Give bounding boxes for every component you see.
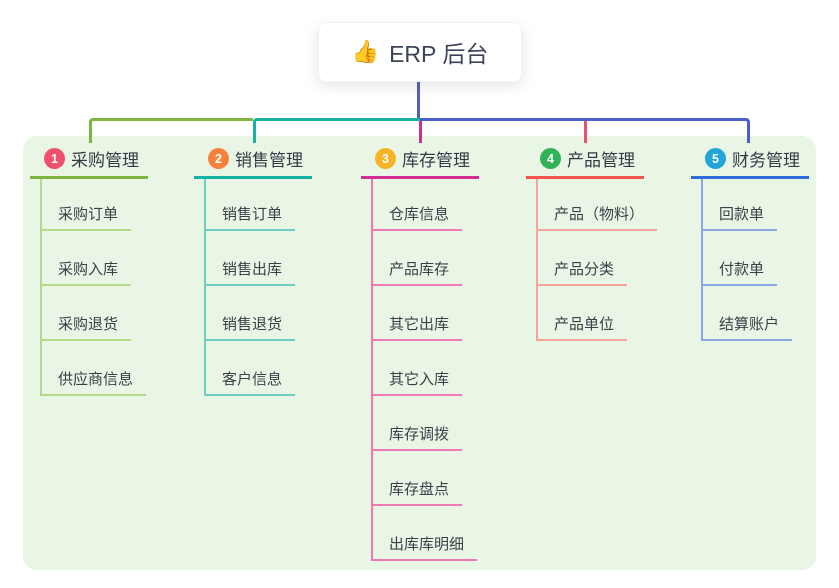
branch-title: 库存管理	[402, 151, 470, 170]
branch-title: 财务管理	[732, 151, 800, 170]
root-node[interactable]: 👍 ERP 后台	[318, 22, 522, 82]
drop-line-branch3	[419, 121, 422, 143]
branch-number-badge: 3	[375, 148, 396, 169]
branch-5-child-3[interactable]: 结算账户	[702, 315, 793, 341]
thumbs-up-icon: 👍	[351, 39, 380, 64]
branch-3-child-6[interactable]: 库存盘点	[372, 480, 463, 506]
branch-1-trunk-line	[40, 179, 42, 396]
branch-5-child-1[interactable]: 回款单	[702, 205, 778, 231]
branch-title: 销售管理	[235, 151, 303, 170]
branch-number-badge: 5	[705, 148, 726, 169]
branch-3-child-7[interactable]: 出库库明细	[372, 535, 478, 561]
branch-5-child-2[interactable]: 付款单	[702, 260, 778, 286]
branch-title: 产品管理	[567, 151, 635, 170]
branch-4-child-2[interactable]: 产品分类	[537, 260, 628, 286]
branch-2-trunk-line	[204, 179, 206, 396]
branch-1-child-2[interactable]: 采购入库	[41, 260, 132, 286]
branch-1-child-4[interactable]: 供应商信息	[41, 370, 147, 396]
branch-3-child-3[interactable]: 其它出库	[372, 315, 463, 341]
branch-2-child-1[interactable]: 销售订单	[205, 205, 296, 231]
branch-5-trunk-line	[701, 179, 703, 341]
branch-number-badge: 1	[44, 148, 65, 169]
branch-title: 采购管理	[71, 151, 139, 170]
branch-number-badge: 2	[208, 148, 229, 169]
branch-3-child-2[interactable]: 产品库存	[372, 260, 463, 286]
branch-1-child-3[interactable]: 采购退货	[41, 315, 132, 341]
branch-4-child-1[interactable]: 产品（物料）	[537, 205, 658, 231]
branch-4-header[interactable]: 4 产品管理	[526, 147, 644, 179]
branch-2-child-2[interactable]: 销售出库	[205, 260, 296, 286]
branch-1-child-1[interactable]: 采购订单	[41, 205, 132, 231]
branch-5-header[interactable]: 5 财务管理	[691, 147, 809, 179]
branch-2-header[interactable]: 2 销售管理	[194, 147, 312, 179]
branch-3-child-4[interactable]: 其它入库	[372, 370, 463, 396]
branch-2-child-4[interactable]: 客户信息	[205, 370, 296, 396]
root-title: ERP 后台	[389, 41, 489, 67]
branch-1-header[interactable]: 1 采购管理	[30, 147, 148, 179]
branch-2-child-3[interactable]: 销售退货	[205, 315, 296, 341]
bus-segment-branch1	[89, 118, 253, 143]
branch-4-child-3[interactable]: 产品单位	[537, 315, 628, 341]
branch-3-header[interactable]: 3 库存管理	[361, 147, 479, 179]
bus-segment-branch2	[253, 118, 420, 143]
branch-number-badge: 4	[540, 148, 561, 169]
branch-3-child-1[interactable]: 仓库信息	[372, 205, 463, 231]
branch-4-trunk-line	[536, 179, 538, 341]
branch-3-child-5[interactable]: 库存调拨	[372, 425, 463, 451]
branch-3-trunk-line	[371, 179, 373, 561]
background-panel	[23, 136, 816, 570]
bus-segment-right	[420, 118, 750, 143]
root-connector-line	[417, 82, 420, 121]
drop-line-branch4	[584, 121, 587, 143]
